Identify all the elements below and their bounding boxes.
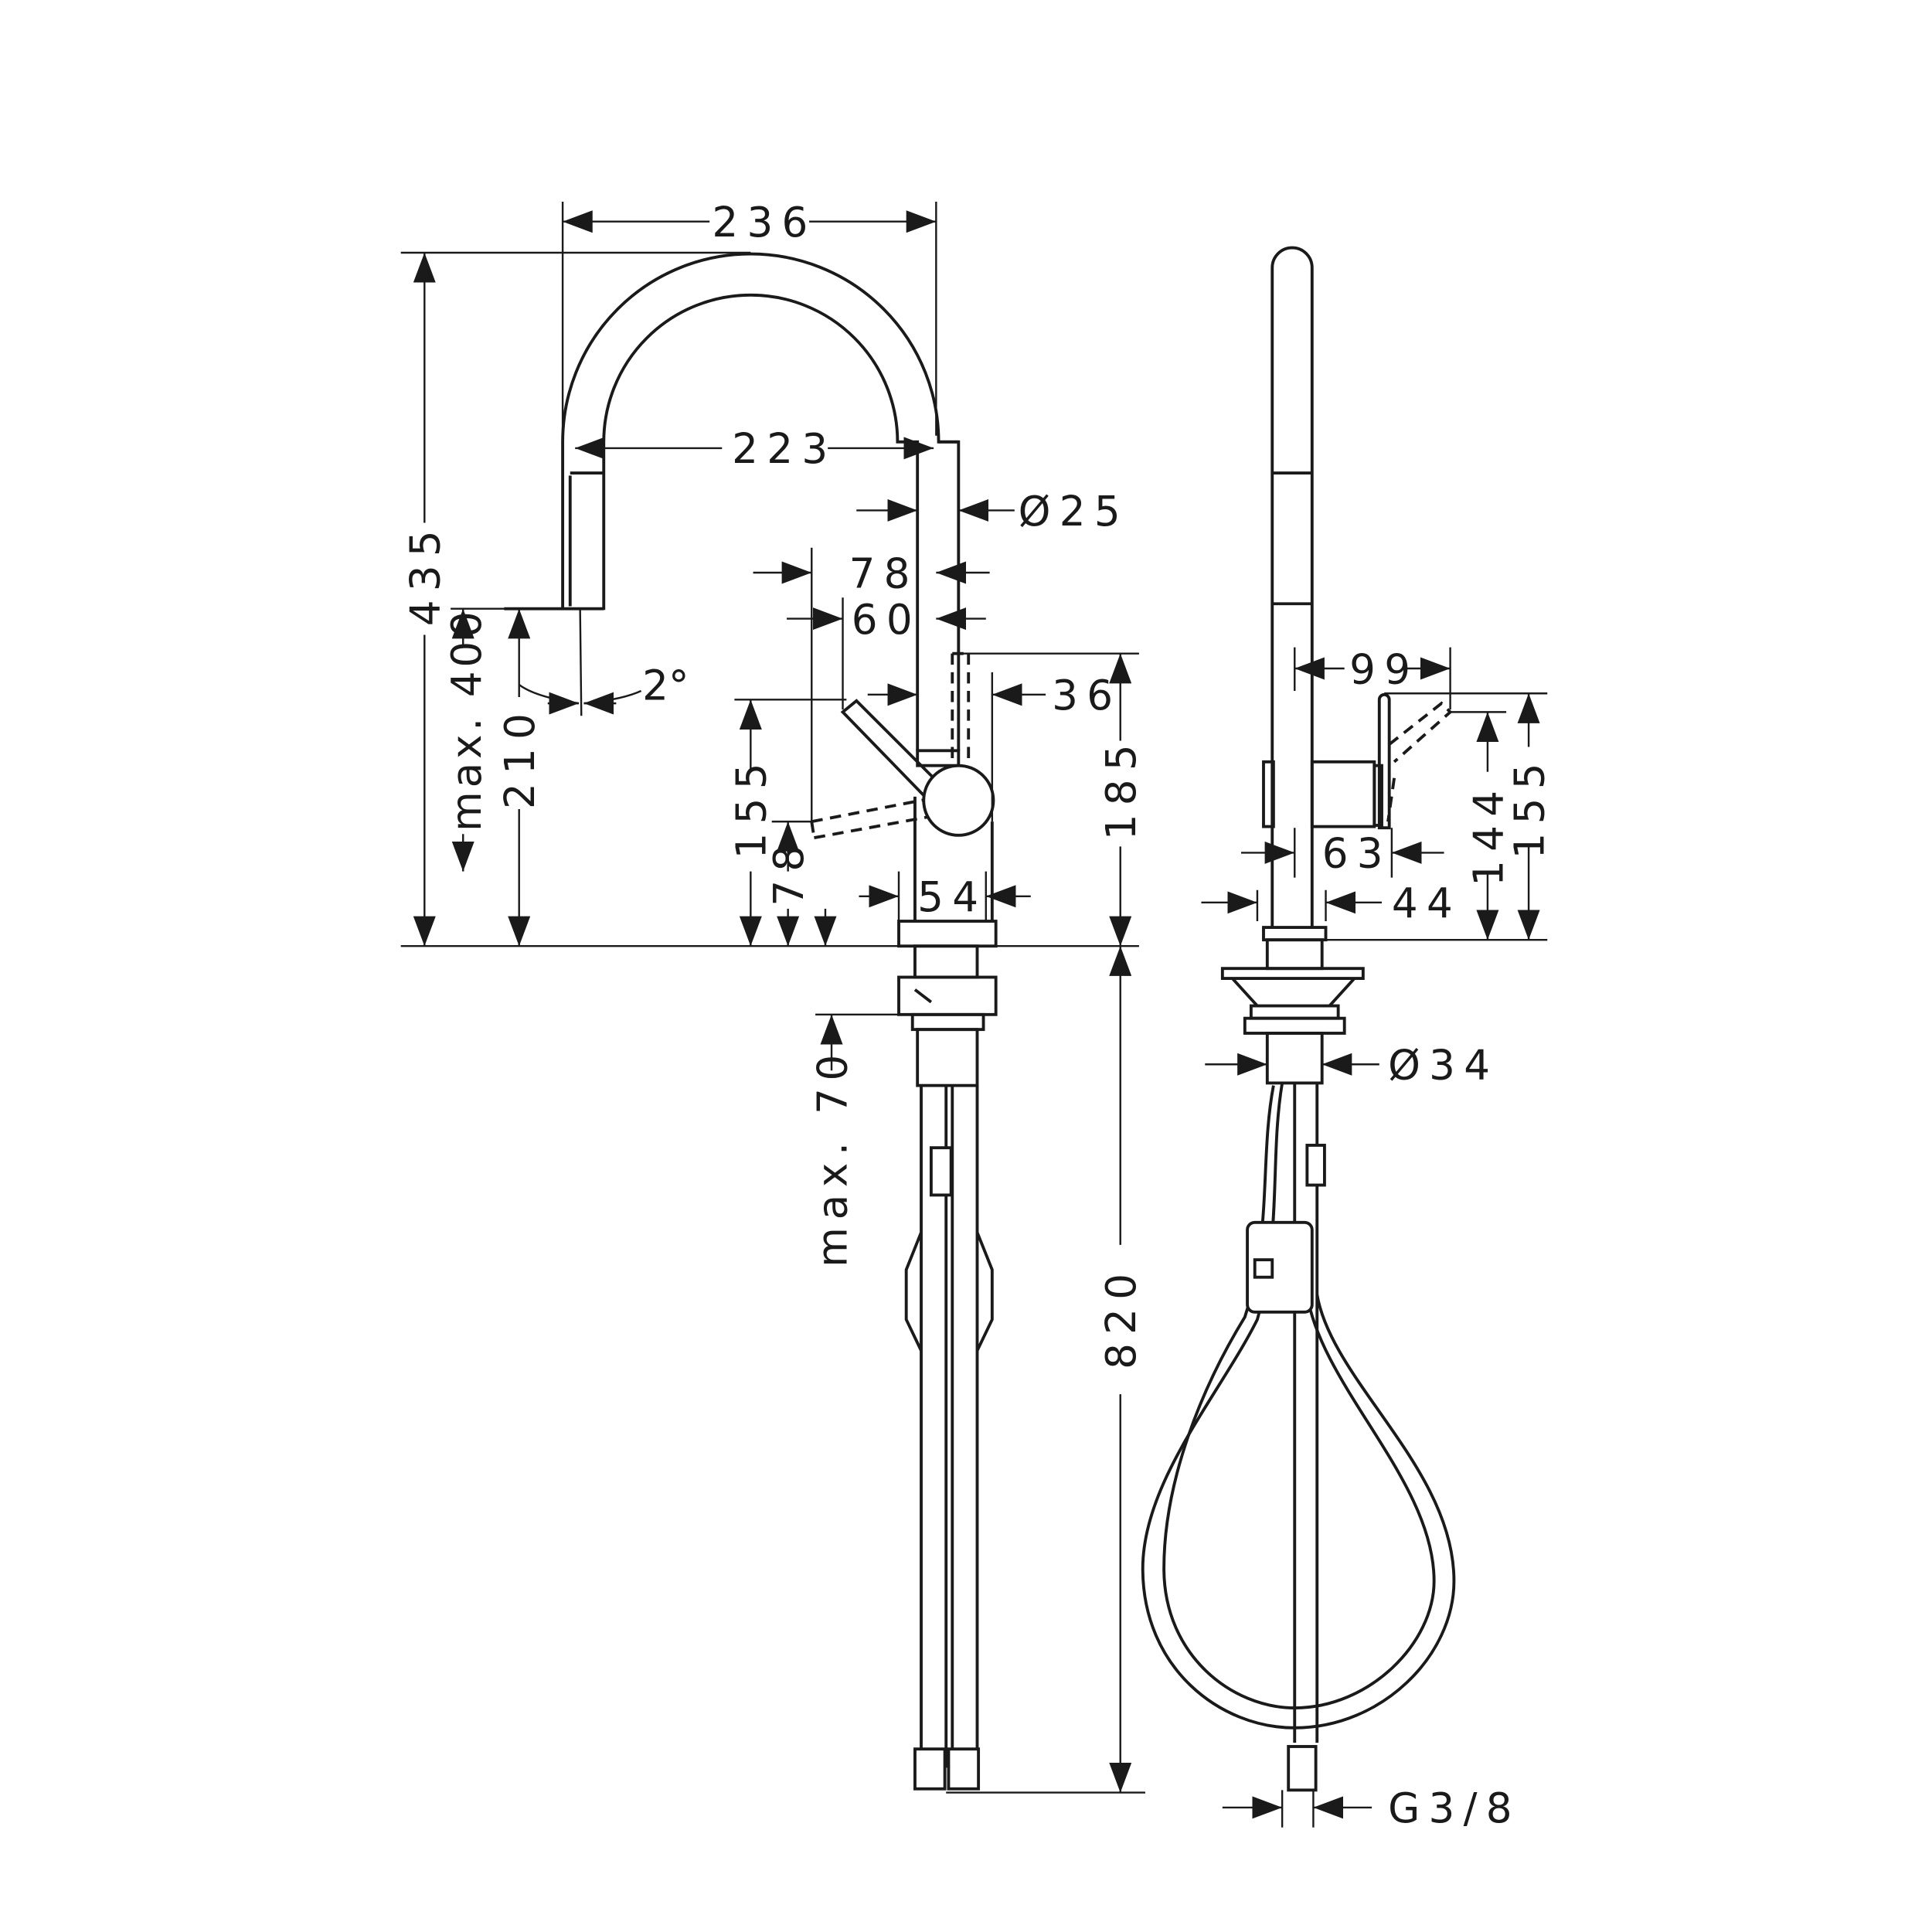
dim-820: 820 [1097, 1265, 1145, 1369]
dim-60: 60 [852, 596, 921, 644]
dim-223: 223 [732, 425, 836, 473]
dim-99: 99 [1349, 645, 1419, 693]
dim-78-top: 78 [849, 549, 919, 597]
dim-155-side: 155 [1505, 754, 1553, 859]
dim-78-low: 78 [765, 837, 813, 906]
side-spout [1220, 246, 1453, 1085]
dim-210: 210 [496, 705, 544, 809]
side-dimension-lines [1201, 657, 1540, 1819]
dim-max-400: max. 400 [443, 607, 491, 832]
dim-diameter-34: Ø34 [1388, 1042, 1498, 1090]
front-view: 236 223 Ø25 78 60 36 54 2° 435 max. 400 … [400, 199, 1145, 1794]
dim-44: 44 [1392, 879, 1461, 927]
side-view: 99 63 44 144 155 Ø34 G3/8 [1141, 246, 1553, 1832]
dim-435: 435 [402, 522, 450, 626]
dim-155-front: 155 [728, 754, 776, 859]
dim-54: 54 [917, 873, 987, 921]
dim-max-70: max. 70 [808, 1047, 856, 1267]
spout [504, 252, 961, 751]
side-hose [1141, 1083, 1456, 1792]
dim-g3-8-thread: G3/8 [1388, 1784, 1521, 1832]
dim-144: 144 [1464, 782, 1512, 886]
dim-63: 63 [1322, 830, 1392, 878]
dim-2-degrees: 2° [642, 662, 689, 709]
dimension-lines [413, 210, 1132, 1793]
dim-diameter-25: Ø25 [1019, 488, 1129, 536]
dim-185: 185 [1097, 736, 1145, 840]
mixer-body [810, 651, 998, 1791]
dim-236: 236 [712, 199, 816, 247]
dim-36: 36 [1052, 672, 1121, 719]
